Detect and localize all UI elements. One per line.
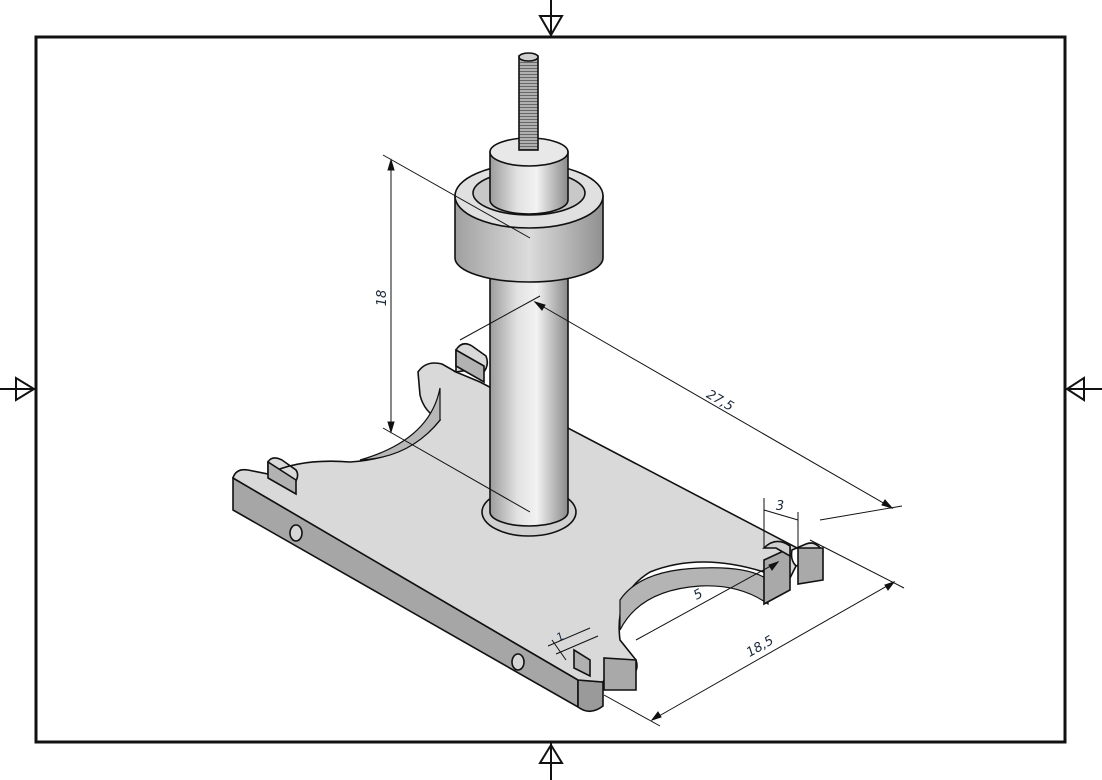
dim-label-length: 27,5: [703, 387, 736, 414]
center-mark-right: [1065, 376, 1102, 402]
rear-cutout-wall: [359, 387, 441, 461]
dim-label-radius: 5: [691, 586, 705, 603]
dim-label-slot-width: 3: [776, 499, 784, 514]
right-slot-top: [762, 540, 791, 558]
post-stub: [489, 151, 569, 215]
rod-tip: [518, 52, 539, 62]
center-mark-bottom: [538, 742, 564, 780]
right-slot-tab-inner: [763, 546, 791, 606]
right-slot-tab-outer: [797, 547, 824, 585]
front-slot-tab-right: [603, 657, 637, 691]
front-cutout-wall: [619, 567, 769, 631]
front-slot-tab-left: [573, 648, 591, 678]
plate-front-corner: [577, 679, 604, 713]
dim-label-post-height: 18: [375, 290, 390, 307]
dimension-post-height: [382, 154, 531, 513]
rear-slot-tab: [455, 348, 485, 384]
dimension-length: [459, 295, 903, 521]
dimension-radius: [635, 561, 780, 641]
center-mark-top: [538, 0, 564, 37]
post-assembly: [454, 52, 604, 537]
dimension-rim: [547, 627, 599, 661]
left-slot-tab: [267, 460, 297, 496]
post-cylinder: [489, 271, 569, 527]
dimension-width: [603, 539, 905, 727]
dim-label-width: 18,5: [744, 633, 777, 660]
mounting-hole-left: [289, 524, 303, 542]
center-mark-left: [0, 376, 36, 402]
dimension-slot-width: [763, 498, 799, 560]
threaded-rod: [518, 55, 539, 151]
mounting-hole-right: [511, 653, 525, 671]
